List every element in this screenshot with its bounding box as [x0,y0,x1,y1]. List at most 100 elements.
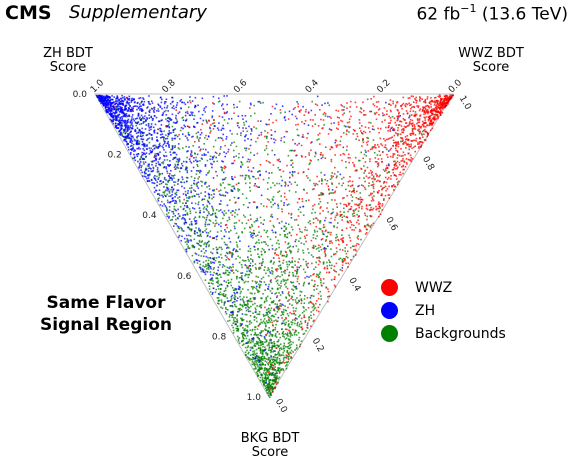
data-point [224,243,227,246]
data-point [144,153,146,155]
data-point [120,131,122,134]
data-point [371,128,374,130]
data-point [109,106,111,109]
data-point [175,209,177,212]
data-point [170,195,172,197]
data-point [246,346,249,349]
data-point [264,341,266,344]
data-point [237,338,240,341]
data-point [136,143,139,145]
data-point [147,125,150,127]
data-point [217,300,220,302]
data-point [261,368,264,370]
data-point [268,357,271,359]
data-point [278,182,281,185]
data-point [164,137,167,140]
data-point [345,205,348,208]
data-point [268,370,270,372]
data-point [290,212,293,215]
data-point [280,195,282,197]
data-point [221,248,223,251]
data-point [145,152,148,154]
data-point [274,326,277,329]
data-point [123,96,126,98]
data-point [118,101,120,104]
data-point [188,197,190,200]
data-point [393,174,396,176]
data-point [132,143,135,146]
data-point [170,119,172,121]
zh-axis-title-line2: Score [49,60,87,75]
data-point [140,154,143,157]
data-point [210,278,212,280]
data-point [287,184,289,187]
data-point [279,112,282,114]
data-point [418,147,420,149]
data-point [411,127,414,130]
data-point [159,173,161,175]
data-point [333,122,335,124]
data-point [411,147,413,149]
data-point [159,204,162,206]
data-point [207,266,210,269]
data-point [132,106,135,108]
data-point [393,153,396,155]
data-point [172,212,175,215]
data-point [247,299,250,302]
data-point [268,362,270,364]
data-point [160,130,163,133]
data-point [129,122,132,124]
data-point [278,372,281,374]
data-point [188,228,191,231]
data-point [370,206,372,209]
data-point [248,177,251,180]
data-point [193,160,195,163]
data-point [291,296,293,299]
data-point [341,178,343,180]
data-point [212,287,215,290]
data-point [274,107,276,110]
data-point [226,256,228,258]
data-point [398,124,401,126]
data-point [195,211,197,214]
data-point [303,235,306,238]
data-point [216,297,219,299]
data-point [271,344,274,347]
data-point [186,240,188,243]
data-point [142,122,145,124]
data-point [166,142,168,145]
data-point [150,147,153,150]
data-point [316,235,318,237]
data-point [299,314,301,316]
data-point [339,215,341,217]
data-point [174,192,176,195]
data-point [282,345,285,348]
data-point [273,341,275,343]
data-point [410,95,413,97]
data-point [265,296,267,299]
data-point [316,300,318,302]
data-point [209,279,211,281]
data-point [356,190,358,193]
data-point [218,223,220,226]
data-point [317,194,320,197]
wwz-axis-title: WWZ BDT Score [436,47,546,75]
supplementary-label: Supplementary [69,2,207,23]
data-point [182,160,185,163]
data-point [178,196,181,198]
data-point [245,127,247,130]
data-point [267,356,270,359]
data-point [209,126,211,129]
data-point [114,118,116,121]
data-point [271,334,274,337]
data-point [322,127,324,129]
data-point [434,113,436,116]
data-point [272,224,275,227]
data-point [165,134,167,136]
data-point [162,161,165,163]
data-point [299,343,302,346]
data-point [437,95,439,98]
data-point [251,234,254,237]
data-point [296,134,299,136]
data-point [241,272,244,274]
